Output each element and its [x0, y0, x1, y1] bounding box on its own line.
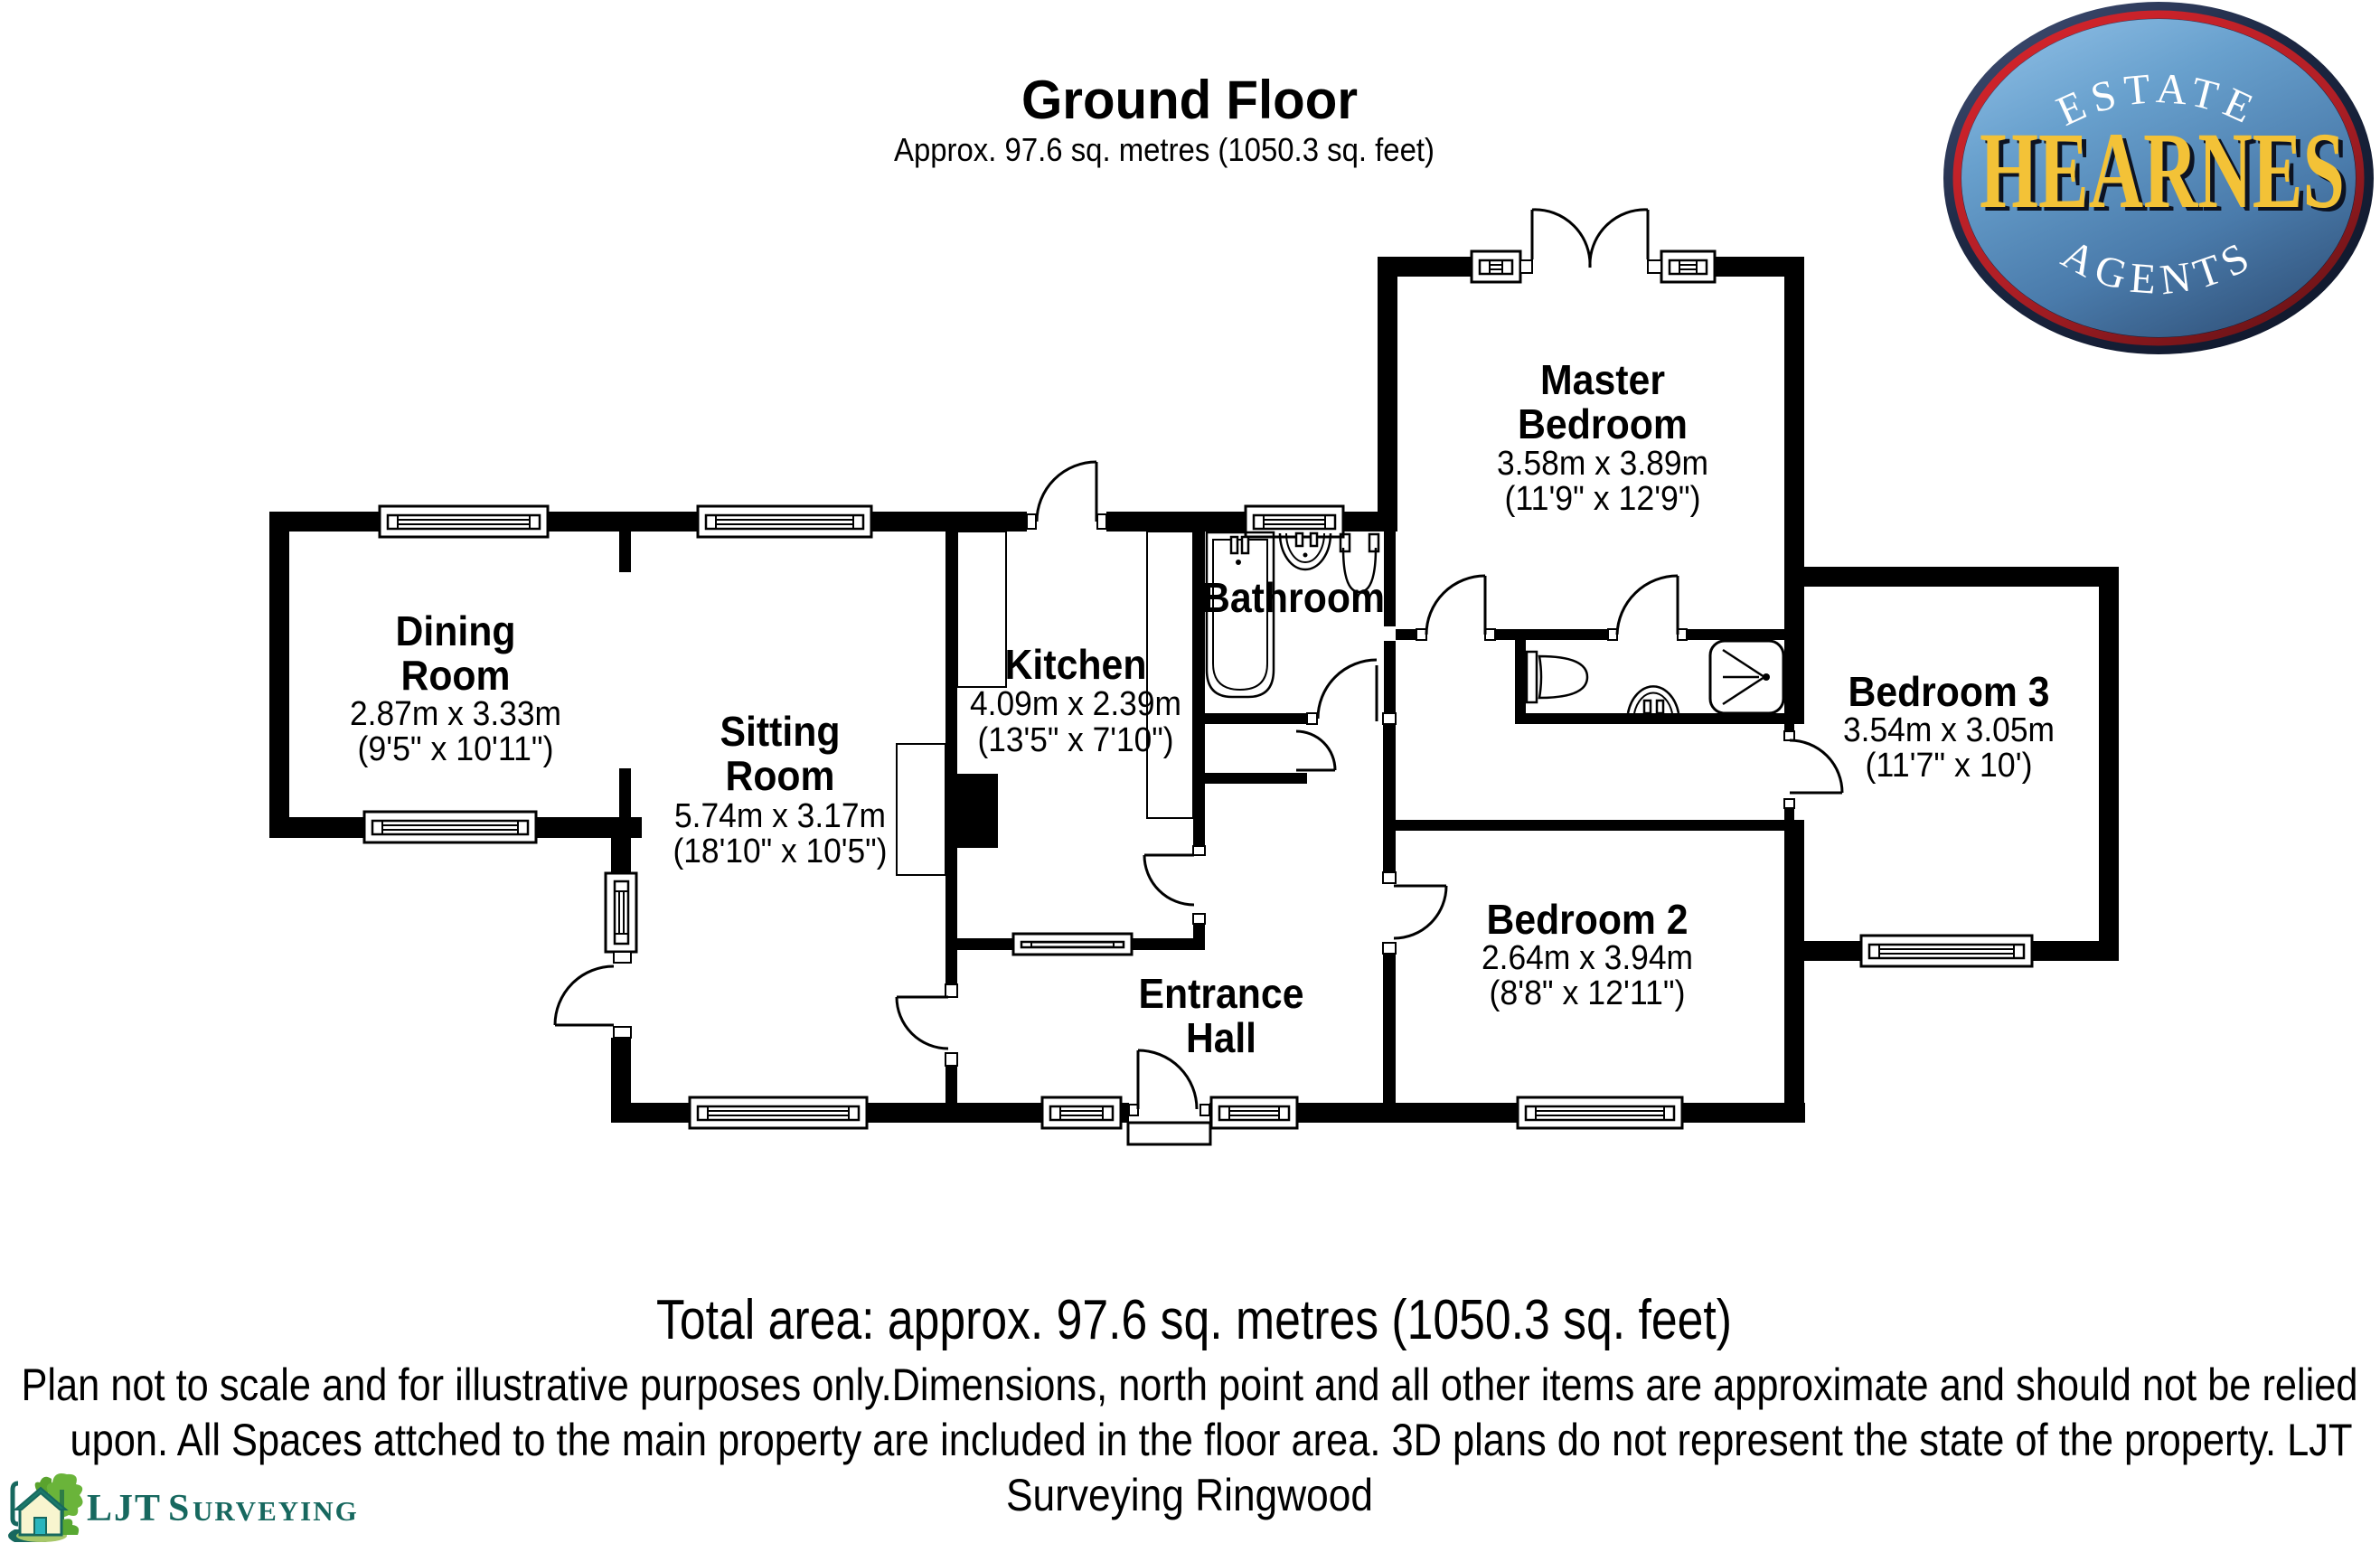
svg-text:Master: Master: [1540, 356, 1665, 403]
svg-text:Room: Room: [401, 652, 511, 699]
svg-text:3.58m x 3.89m: 3.58m x 3.89m: [1497, 445, 1708, 483]
svg-text:HEARNES: HEARNES: [1980, 110, 2345, 231]
svg-text:(9'5" x 10'11"): (9'5" x 10'11"): [358, 730, 554, 768]
svg-text:(18'10" x 10'5"): (18'10" x 10'5"): [673, 833, 888, 870]
svg-text:Dining: Dining: [396, 607, 516, 654]
svg-text:URVEYING: URVEYING: [193, 1495, 359, 1527]
svg-text:Kitchen: Kitchen: [1005, 641, 1147, 688]
svg-text:(13'5" x 7'10"): (13'5" x 7'10"): [978, 721, 1174, 759]
svg-text:upon. All Spaces attched to th: upon. All Spaces attched to the main pro…: [71, 1415, 2353, 1465]
svg-text:Bedroom: Bedroom: [1518, 400, 1688, 447]
svg-text:Hall: Hall: [1186, 1014, 1256, 1061]
svg-text:(11'9" x 12'9"): (11'9" x 12'9"): [1505, 480, 1701, 518]
svg-text:Bedroom 3: Bedroom 3: [1848, 668, 2050, 715]
svg-text:Room: Room: [726, 752, 835, 799]
svg-text:5.74m x 3.17m: 5.74m x 3.17m: [674, 797, 886, 835]
svg-text:Surveying Ringwood: Surveying Ringwood: [1006, 1470, 1373, 1520]
svg-text:2.64m x 3.94m: 2.64m x 3.94m: [1482, 939, 1693, 977]
svg-text:S: S: [168, 1488, 190, 1529]
svg-text:Total area: approx. 97.6 sq.: Total area: approx. 97.6 sq. metres (105…: [656, 1289, 1732, 1351]
svg-text:Bathroom: Bathroom: [1202, 574, 1385, 621]
svg-text:Ground Floor: Ground Floor: [1021, 70, 1358, 130]
svg-text:2.87m x 3.33m: 2.87m x 3.33m: [350, 695, 561, 733]
svg-text:(11'7" x 10'): (11'7" x 10'): [1866, 747, 2033, 785]
svg-text:Entrance: Entrance: [1139, 970, 1304, 1017]
svg-text:Bedroom 2: Bedroom 2: [1487, 896, 1689, 943]
svg-text:3.54m x 3.05m: 3.54m x 3.05m: [1843, 711, 2055, 749]
svg-text:4.09m x 2.39m: 4.09m x 2.39m: [970, 685, 1181, 723]
svg-text:(8'8" x 12'11"): (8'8" x 12'11"): [1490, 974, 1686, 1012]
svg-text:Approx. 97.6 sq. metres (1050: Approx. 97.6 sq. metres (1050.3 sq. feet…: [894, 131, 1435, 168]
svg-text:HEARNES: HEARNES: [1984, 114, 2349, 235]
svg-text:Sitting: Sitting: [720, 708, 841, 755]
svg-text:LJT: LJT: [87, 1488, 162, 1529]
svg-text:Plan not to scale and for illu: Plan not to scale and for illustrative p…: [22, 1360, 2358, 1410]
